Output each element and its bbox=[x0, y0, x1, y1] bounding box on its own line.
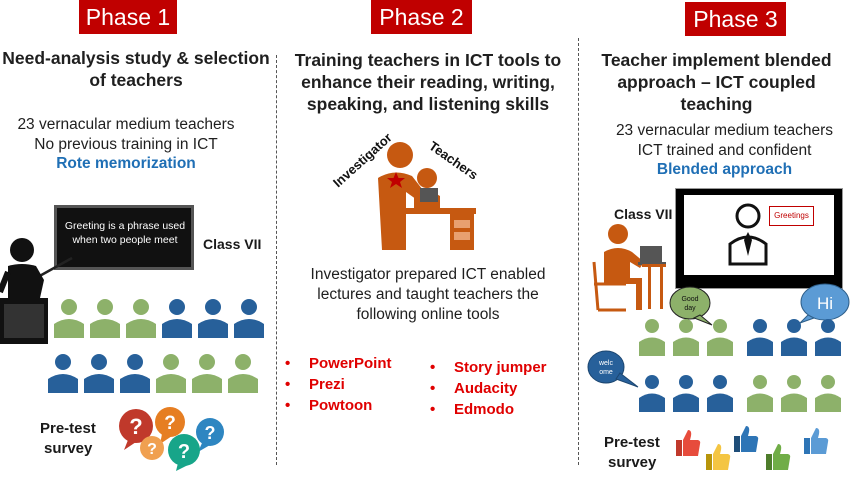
bubble-welcome-text-1: welc bbox=[598, 360, 614, 367]
phase-3-highlight: Blended approach bbox=[656, 161, 793, 178]
phase-2-heading-line-3: speaking, and listening skills bbox=[306, 94, 550, 114]
student-row-2 bbox=[48, 354, 258, 393]
phase-3-heading-line-2: approach – ICT coupled bbox=[617, 72, 816, 92]
phase-1-line-2: No previous training in ICT bbox=[34, 136, 218, 153]
tool-item: Powtoon bbox=[285, 395, 392, 416]
thumbs-up-icon bbox=[766, 444, 791, 470]
question-mark-text: ? bbox=[178, 441, 190, 463]
phase-1-students bbox=[48, 299, 264, 393]
tool-item: Edmodo bbox=[430, 399, 547, 420]
thumbs-up-icon bbox=[706, 444, 731, 470]
phase-2-heading-line-1: Training teachers in ICT tools to bbox=[294, 50, 562, 70]
phase-1-highlight: Rote memorization bbox=[56, 155, 196, 172]
divider-2 bbox=[578, 38, 579, 465]
investigator-teachers-illustration: Investigator Teachers bbox=[330, 130, 481, 250]
phase-3-heading-line-1: Teacher implement blended bbox=[601, 50, 832, 70]
phase-2-tag: Phase 2 bbox=[371, 0, 472, 34]
question-bubble-blue: ? bbox=[196, 418, 224, 452]
bubble-good-day-text-2: day bbox=[684, 305, 696, 312]
student-row-1 bbox=[639, 319, 841, 356]
star-icon bbox=[387, 172, 405, 188]
blackboard-text-2: when two people meet bbox=[72, 234, 178, 246]
question-bubble-orange: ? bbox=[155, 407, 185, 444]
student-row-1 bbox=[54, 299, 264, 338]
phase-3-tag: Phase 3 bbox=[685, 2, 786, 36]
phase-2-heading-line-2: enhance their reading, writing, bbox=[301, 72, 555, 92]
phase-2-desc-line-2: lectures and taught teachers the bbox=[317, 286, 539, 303]
tools-list-left: PowerPoint Prezi Powtoon bbox=[285, 353, 392, 416]
question-mark-text: ? bbox=[164, 413, 176, 434]
tool-item: Prezi bbox=[285, 374, 392, 395]
question-mark-text: ? bbox=[205, 423, 216, 443]
bubble-welcome-icon: welc ome bbox=[587, 350, 639, 388]
tool-item: Audacity bbox=[430, 378, 547, 399]
phase-3-class-label: Class VII bbox=[614, 206, 673, 222]
tools-list-right: Story jumper Audacity Edmodo bbox=[430, 357, 547, 420]
bubble-good-day-text-1: Good bbox=[681, 296, 698, 303]
phase-3-students bbox=[639, 319, 841, 412]
thumbs-up-icons bbox=[676, 426, 829, 470]
bubble-good-day-icon: Good day bbox=[669, 286, 713, 326]
thumbs-up-icon bbox=[804, 428, 829, 454]
phase-1-line-1: 23 vernacular medium teachers bbox=[17, 116, 235, 133]
phase-3-teacher-figure bbox=[592, 224, 666, 312]
phase-3-survey-label-2: survey bbox=[608, 454, 657, 471]
phase-1-tag: Phase 1 bbox=[79, 0, 177, 34]
tool-item: PowerPoint bbox=[285, 353, 392, 374]
bubble-hi-text: Hi bbox=[817, 294, 833, 313]
thumbs-up-icon bbox=[676, 430, 701, 456]
question-bubble-teal: ? bbox=[168, 434, 200, 471]
screen-greetings-bubble: Greetings bbox=[769, 206, 814, 226]
phase-1-teacher-figure bbox=[0, 238, 73, 344]
student-row-2 bbox=[639, 375, 841, 412]
phase-2-desc-line-3: following online tools bbox=[356, 306, 500, 323]
bubble-welcome-text-2: ome bbox=[599, 369, 613, 376]
phase-3-heading-line-3: teaching bbox=[680, 94, 753, 114]
blackboard bbox=[54, 205, 194, 270]
question-bubble-light-orange: ? bbox=[140, 436, 164, 460]
question-mark-text: ? bbox=[129, 414, 142, 439]
bubble-hi-icon: Hi bbox=[799, 283, 850, 324]
phase-1-survey-label-1: Pre-test bbox=[40, 420, 96, 437]
phase-1-class-label: Class VII bbox=[203, 236, 262, 252]
phase-1-heading-line-1: Need-analysis study & selection bbox=[2, 48, 270, 68]
divider-1 bbox=[276, 55, 277, 465]
phase-3-line-2: ICT trained and confident bbox=[637, 142, 812, 159]
tool-item: Story jumper bbox=[430, 357, 547, 378]
phase-3-line-1: 23 vernacular medium teachers bbox=[615, 122, 834, 139]
question-bubbles-icon: ? ? ? ? ? bbox=[119, 407, 224, 471]
question-bubble-red: ? bbox=[119, 409, 153, 450]
phase-3-survey-label-1: Pre-test bbox=[604, 434, 660, 451]
phase-2-desc-line-1: Investigator prepared ICT enabled bbox=[310, 266, 546, 283]
phase-1-heading-line-2: of teachers bbox=[89, 70, 183, 90]
question-mark-text: ? bbox=[147, 441, 157, 458]
phase-1-survey-label-2: survey bbox=[44, 440, 93, 457]
screen-presenter-icon bbox=[728, 203, 768, 266]
thumbs-up-icon bbox=[734, 426, 759, 452]
blackboard-text-1: Greeting is a phrase used bbox=[64, 220, 186, 232]
